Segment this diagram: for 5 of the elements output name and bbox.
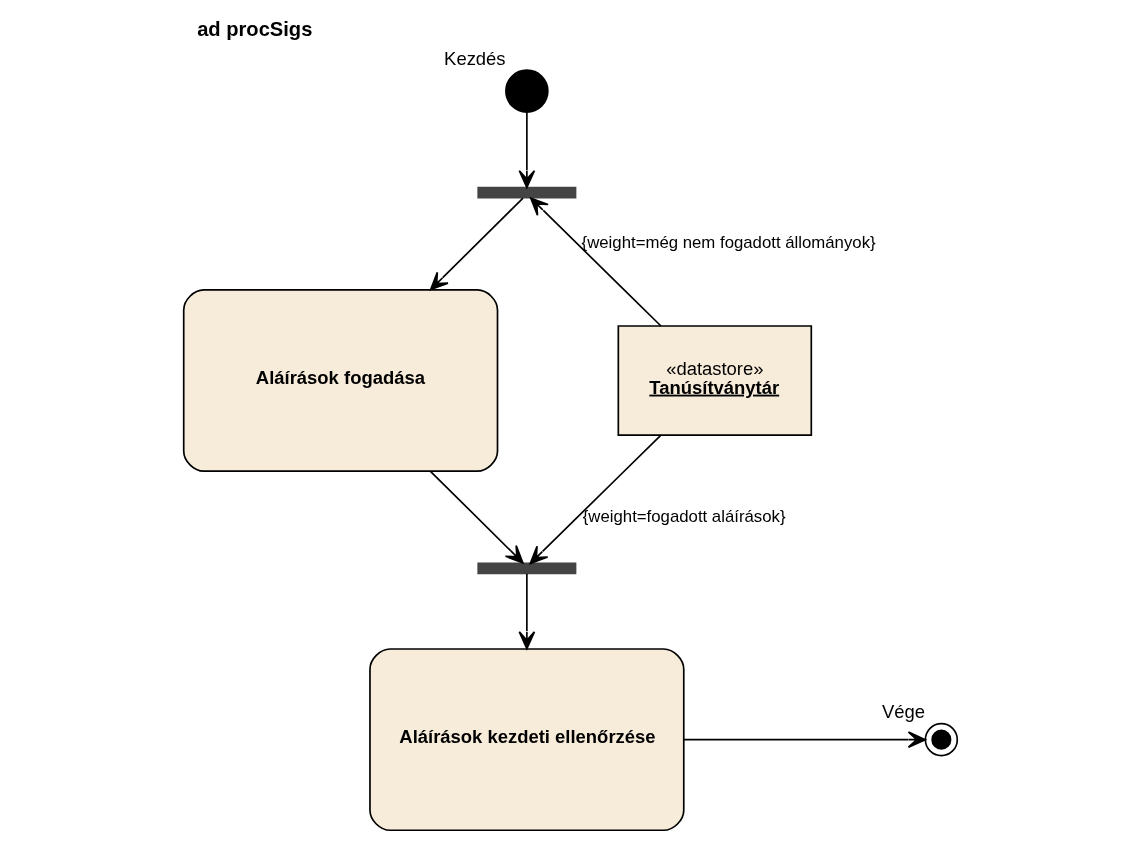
edge-label: {weight=fogadott aláírások}	[582, 506, 786, 526]
edge-label: {weight=még nem fogadott állományok}	[581, 232, 876, 252]
node-label: Kezdés	[443, 47, 506, 69]
node-label: Vége	[881, 701, 925, 723]
diagram-title: ad procSigs	[196, 17, 312, 40]
